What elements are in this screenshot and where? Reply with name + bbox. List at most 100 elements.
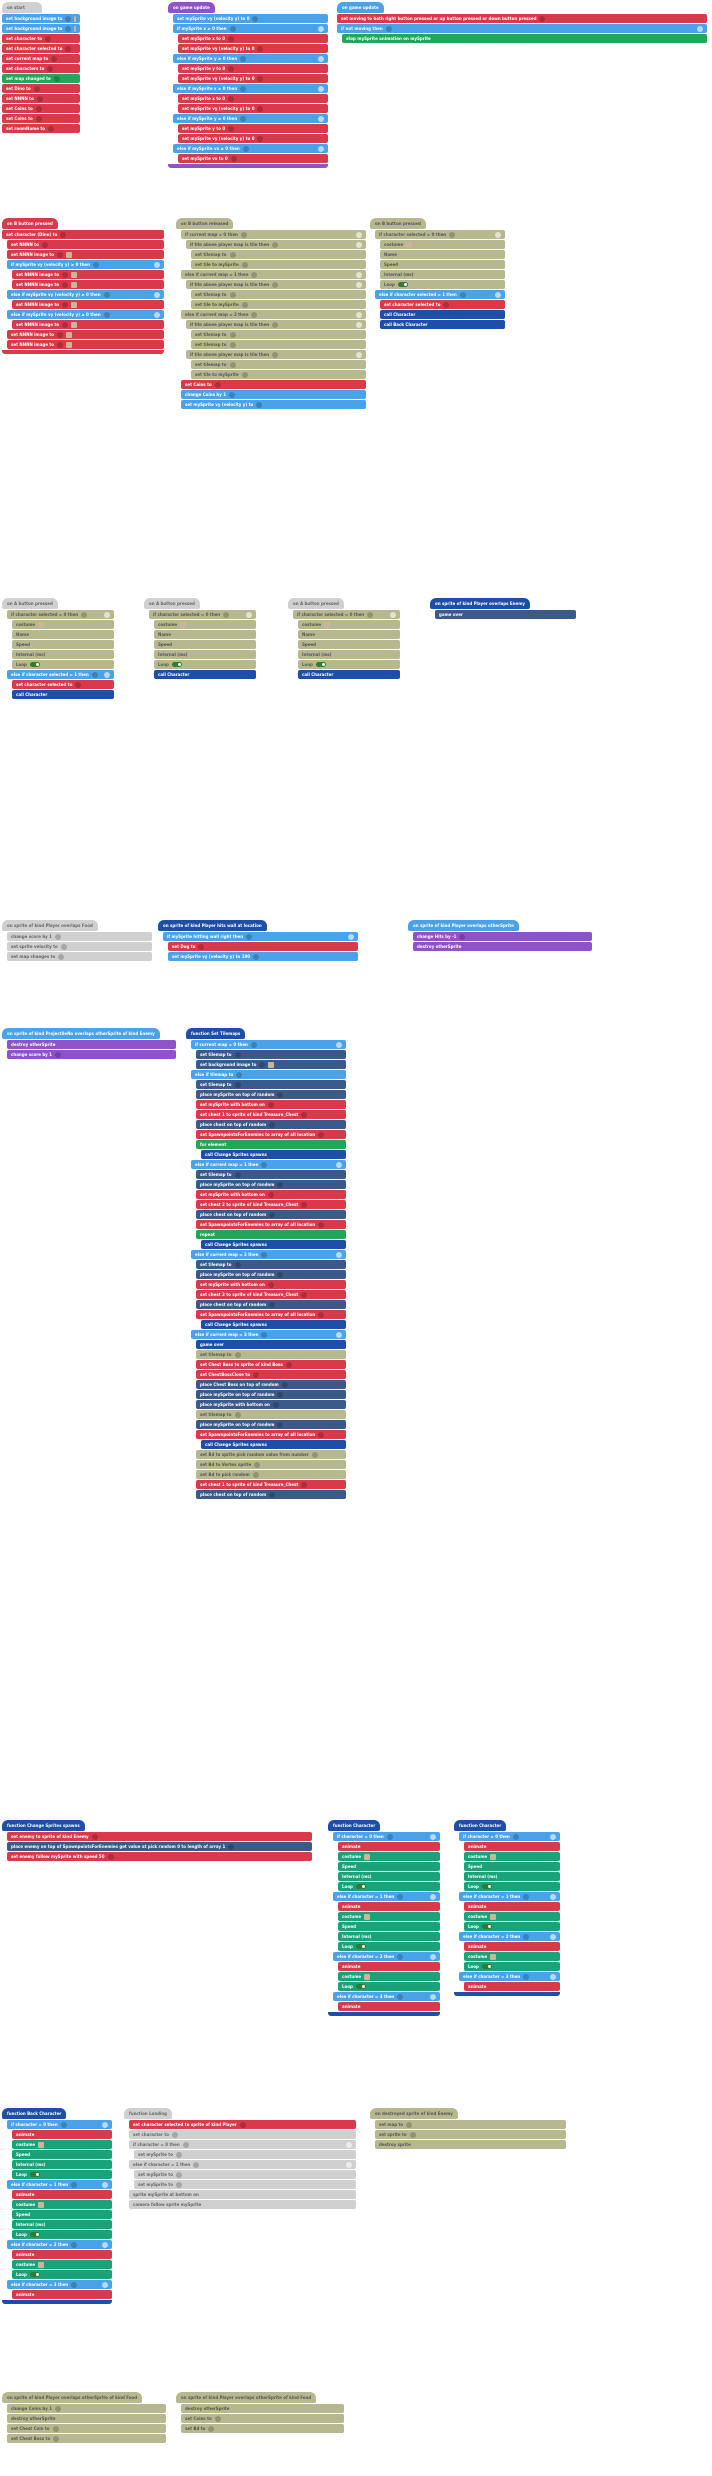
add-branch-icon[interactable] [430, 1833, 436, 1840]
image-thumbnail[interactable] [490, 1953, 497, 1960]
variable-dropdown[interactable] [251, 311, 258, 318]
variable-dropdown[interactable] [229, 331, 236, 338]
code-block[interactable]: Name [298, 630, 400, 639]
code-block[interactable]: set background image to [2, 14, 80, 23]
code-block[interactable]: Loop [380, 280, 505, 289]
code-block[interactable]: Loop [154, 660, 256, 669]
event-hat-block[interactable]: on A button pressed [144, 598, 200, 609]
variable-dropdown[interactable] [234, 1081, 241, 1088]
code-block[interactable]: destroy otherSprite [7, 2414, 166, 2423]
variable-dropdown[interactable] [55, 2405, 62, 2412]
image-thumbnail[interactable] [490, 1913, 497, 1920]
variable-dropdown[interactable] [57, 331, 64, 338]
event-hat-block[interactable]: on game update [337, 2, 384, 13]
code-block[interactable]: change Coins by 1 [181, 390, 366, 399]
variable-dropdown[interactable] [71, 2281, 78, 2288]
variable-dropdown[interactable] [277, 1271, 284, 1278]
variable-dropdown[interactable] [269, 1121, 276, 1128]
image-thumbnail[interactable] [364, 1913, 371, 1920]
code-block[interactable]: set tile to mySprite [191, 300, 366, 309]
code-block[interactable]: animate [464, 1902, 560, 1911]
code-block[interactable]: set tile to mySprite [191, 260, 366, 269]
code-block[interactable]: destroy otherSprite [181, 2404, 344, 2413]
code-block[interactable]: set chest 3 to sprite of kind Treasure_C… [196, 1290, 346, 1299]
image-thumbnail[interactable] [364, 1853, 371, 1860]
variable-dropdown[interactable] [318, 1311, 325, 1318]
variable-dropdown[interactable] [65, 25, 72, 32]
event-hat-block[interactable]: on sprite of kind Player overlaps otherS… [2, 2392, 143, 2403]
code-block[interactable]: set tile to mySprite [191, 370, 366, 379]
code-block[interactable]: Loop [464, 1922, 560, 1931]
add-branch-icon[interactable] [318, 25, 324, 32]
code-block[interactable]: for element [196, 1140, 346, 1149]
variable-dropdown[interactable] [318, 1431, 325, 1438]
variable-dropdown[interactable] [175, 2151, 182, 2158]
code-block[interactable]: repeat [196, 1230, 346, 1239]
code-block[interactable]: place mySprite on top of random [196, 1270, 346, 1279]
event-hat-block[interactable]: on sprite of kind Player overlaps otherS… [176, 2392, 317, 2403]
code-block[interactable]: set Bd to pick random [196, 1470, 346, 1479]
code-block[interactable]: animate [338, 1962, 440, 1971]
add-branch-icon[interactable] [318, 85, 324, 92]
variable-dropdown[interactable] [81, 611, 88, 618]
variable-dropdown[interactable] [267, 1281, 274, 1288]
code-block[interactable]: set mySprite vy (velocity y) to [181, 400, 366, 409]
code-block[interactable]: Internal (ms) [338, 1872, 440, 1881]
code-block[interactable]: set mySprite to [134, 2180, 356, 2189]
code-block[interactable]: if character = 0 then [129, 2140, 356, 2149]
variable-dropdown[interactable] [523, 1893, 530, 1900]
code-block[interactable]: sprite mySprite at bottom on [129, 2190, 356, 2199]
event-hat-block[interactable]: function Back Character [2, 2108, 67, 2119]
code-block[interactable]: call Character [298, 670, 400, 679]
variable-dropdown[interactable] [35, 115, 42, 122]
event-hat-block[interactable]: function Character [454, 1820, 507, 1831]
add-branch-icon[interactable] [102, 2241, 108, 2248]
variable-dropdown[interactable] [172, 2131, 179, 2138]
variable-dropdown[interactable] [277, 1421, 284, 1428]
code-block[interactable]: call Change Sprites spawns [201, 1150, 346, 1159]
code-block[interactable]: set ChestBossClose to [196, 1370, 346, 1379]
code-block[interactable]: if character selected = 0 then [375, 230, 505, 239]
variable-dropdown[interactable] [253, 953, 260, 960]
code-block[interactable]: set mySprite vy (velocity y) to 0 [178, 134, 328, 143]
variable-dropdown[interactable] [91, 1833, 98, 1840]
add-branch-icon[interactable] [154, 311, 160, 318]
code-block[interactable]: animate [12, 2250, 112, 2259]
code-block[interactable]: else if character = 2 then [333, 1952, 440, 1961]
code-block[interactable]: change score by 1 [7, 932, 152, 941]
code-block[interactable]: set mySprite to [134, 2170, 356, 2179]
variable-dropdown[interactable] [252, 15, 259, 22]
block-stack-s14[interactable]: on sprite of kind ProjectileNo overlaps … [2, 1028, 176, 1060]
code-block[interactable]: animate [464, 1942, 560, 1951]
variable-dropdown[interactable] [214, 381, 221, 388]
variable-dropdown[interactable] [301, 1201, 308, 1208]
code-block[interactable]: set current map to [2, 54, 80, 63]
code-block[interactable]: Speed [154, 640, 256, 649]
code-block[interactable]: else if character = 1 then [7, 2180, 112, 2189]
code-block[interactable]: destroy sprite [375, 2140, 566, 2149]
variable-dropdown[interactable] [175, 2171, 182, 2178]
variable-dropdown[interactable] [252, 1371, 259, 1378]
code-block[interactable]: change score by 1 [7, 1050, 176, 1059]
add-branch-icon[interactable] [356, 241, 362, 248]
variable-dropdown[interactable] [65, 45, 72, 52]
variable-dropdown[interactable] [318, 1131, 325, 1138]
image-thumbnail[interactable] [66, 251, 73, 258]
block-stack-s12[interactable]: on sprite of kind Player hits wall at lo… [158, 920, 358, 962]
code-block[interactable]: set Dino to [2, 84, 80, 93]
variable-dropdown[interactable] [272, 1401, 279, 1408]
code-block[interactable]: else if current map = 1 then [181, 270, 366, 279]
variable-dropdown[interactable] [301, 1481, 308, 1488]
code-block[interactable]: set roomName to [2, 124, 80, 133]
code-block[interactable]: set mySprite with bottom on [196, 1280, 346, 1289]
code-block[interactable]: else if character = 3 then [7, 2280, 112, 2289]
event-hat-block[interactable]: on A button pressed [2, 598, 58, 609]
code-block[interactable]: place mySprite on top of random [196, 1090, 346, 1099]
